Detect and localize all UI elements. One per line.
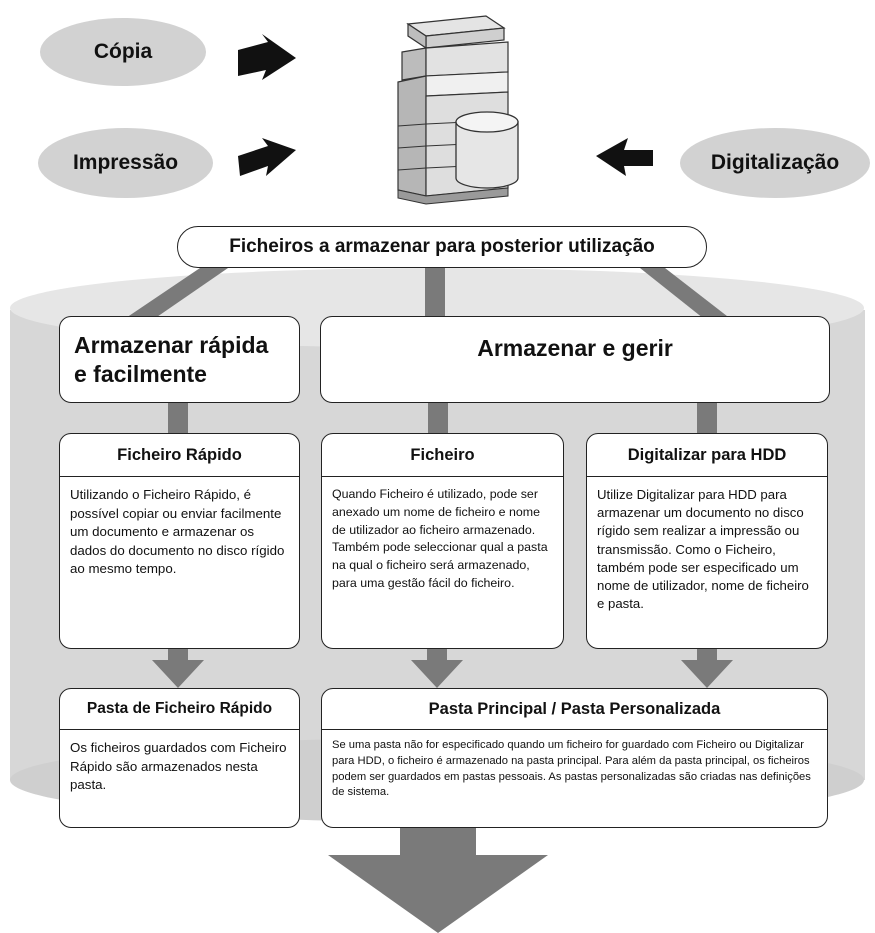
scan-label: Digitalização [710, 151, 840, 174]
method-text: Quando Ficheiro é utilizado, pode ser an… [332, 487, 548, 590]
print-label: Impressão [72, 151, 179, 174]
folder-title: Pasta de Ficheiro Rápido [60, 689, 299, 730]
method-box-scan-hdd: Digitalizar para HDD Utilize Digitalizar… [586, 433, 828, 649]
connector-lines [108, 268, 745, 330]
banner-title: Ficheiros a armazenar para posterior uti… [229, 236, 655, 257]
folder-box-quick: Pasta de Ficheiro Rápido Os ficheiros gu… [59, 688, 300, 828]
group-quick-title: Armazenar rápida e facilmente [74, 331, 269, 387]
print-source: Impressão [38, 128, 213, 198]
method-text: Utilize Digitalizar para HDD para armaze… [597, 487, 809, 612]
group-manage-title: Armazenar e gerir [477, 335, 673, 361]
scan-source: Digitalização [680, 128, 870, 198]
copy-label: Cópia [93, 40, 153, 63]
method-title: Ficheiro Rápido [60, 434, 299, 477]
group-quick-box: Armazenar rápida e facilmente [59, 316, 300, 403]
arrow-icon [238, 138, 296, 176]
method-box-quick-file: Ficheiro Rápido Utilizando o Ficheiro Rá… [59, 433, 300, 649]
method-text: Utilizando o Ficheiro Rápido, é possível… [70, 487, 285, 577]
method-box-file: Ficheiro Quando Ficheiro é utilizado, po… [321, 433, 564, 649]
input-arrows [238, 34, 653, 176]
method-title: Ficheiro [322, 434, 563, 477]
copy-source: Cópia [40, 18, 206, 86]
folder-title: Pasta Principal / Pasta Personalizada [322, 689, 827, 730]
folder-text: Se uma pasta não for especificado quando… [332, 739, 811, 799]
banner-box: Ficheiros a armazenar para posterior uti… [177, 226, 707, 268]
method-title: Digitalizar para HDD [587, 434, 827, 477]
folder-text: Os ficheiros guardados com Ficheiro Rápi… [70, 740, 287, 793]
arrow-icon [596, 138, 653, 176]
folder-box-main-custom: Pasta Principal / Pasta Personalizada Se… [321, 688, 828, 828]
group-manage-box: Armazenar e gerir [320, 316, 830, 403]
big-down-arrow [328, 800, 548, 933]
hard-disk-icon [455, 111, 519, 189]
arrow-icon [238, 34, 296, 80]
